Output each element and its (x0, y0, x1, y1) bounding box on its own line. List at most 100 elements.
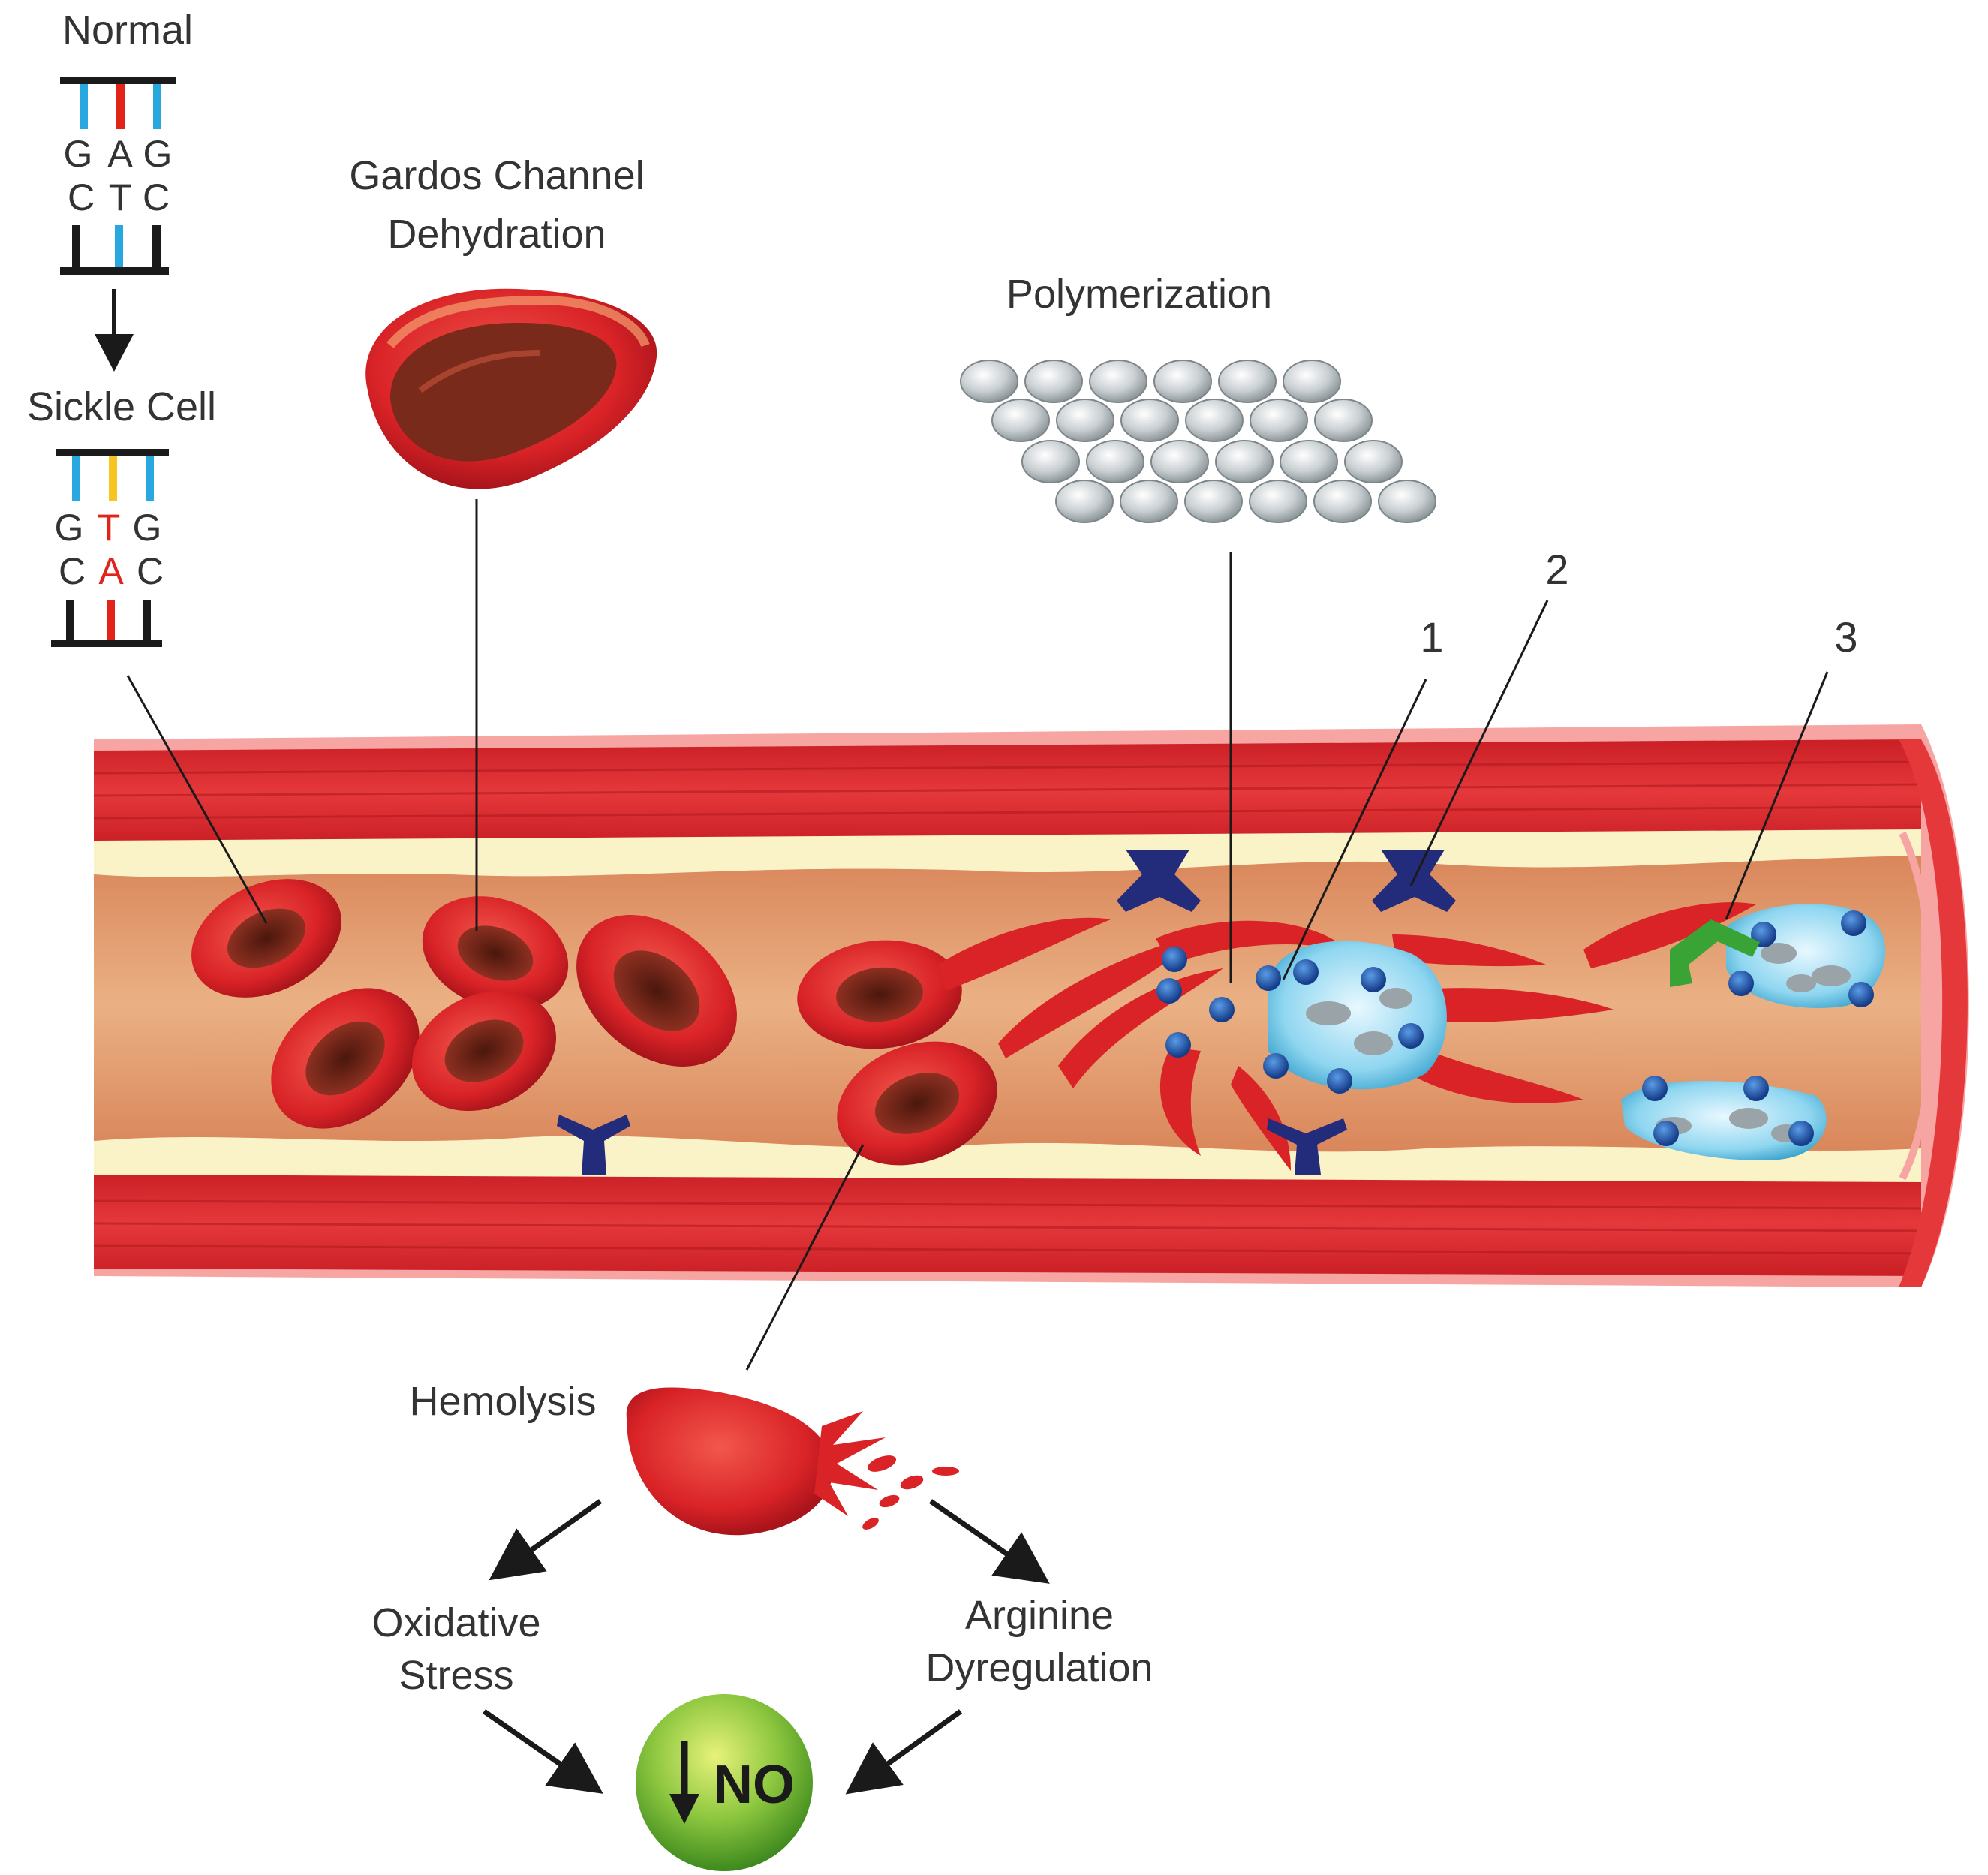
dna-base: G (143, 133, 173, 175)
polymer-sphere (1086, 440, 1144, 483)
sickle-cell (1392, 934, 1546, 967)
rbc (422, 896, 569, 1010)
oxidative-stress-line1: Oxidative (371, 1600, 540, 1645)
dna-normal-group: Normal G A G C T C (60, 8, 193, 275)
adhesion-dot (1788, 1121, 1814, 1146)
dna-base: C (59, 550, 86, 592)
adhesion-dot (1156, 978, 1182, 1004)
polymer-sphere (1314, 399, 1373, 442)
callout-number-2: 2 (1545, 546, 1568, 593)
receptor (1117, 850, 1201, 912)
sickle-cell (1411, 988, 1614, 1022)
sickle-cell-label: Sickle Cell (27, 384, 216, 429)
polymer-sphere (1250, 399, 1308, 442)
blood-vessel (93, 724, 1969, 1287)
adhesion-dot (1165, 1032, 1191, 1058)
sickle-cell (998, 934, 1201, 1058)
dna-base: A (107, 133, 133, 175)
adherent-leukocyte (1268, 941, 1447, 1090)
vessel-cut-end (1899, 739, 1968, 1287)
dna-base: C (143, 176, 170, 218)
dna-base-mutated: T (98, 507, 121, 549)
polymer-sphere (1153, 360, 1212, 403)
rbc (411, 990, 557, 1112)
callout-number-1: 1 (1420, 613, 1443, 661)
gardos-group: Gardos Channel Dehydration (349, 153, 657, 489)
adhesion-ligand (1670, 919, 1760, 987)
gardos-label-line1: Gardos Channel (349, 153, 644, 198)
hemolysis-label: Hemolysis (409, 1379, 596, 1424)
receptor (557, 1115, 630, 1175)
dna-normal-bottom-strand (60, 225, 169, 275)
vessel-wall-top (94, 739, 1921, 844)
dna-base: G (64, 133, 93, 175)
rbc (797, 940, 962, 1049)
dna-base: G (133, 507, 162, 549)
polymer-sphere (1055, 480, 1114, 523)
polymer-sphere (1218, 360, 1277, 403)
hemoglobin-polymer-fiber (960, 360, 1436, 523)
sickle-cell (1156, 920, 1351, 965)
dna-base-mutated: A (98, 550, 124, 592)
gardos-label-line2: Dehydration (387, 212, 606, 257)
polymer-sphere (960, 360, 1018, 403)
polymer-sphere (1215, 440, 1274, 483)
adhesion-dot (1209, 997, 1235, 1022)
sickle-cell (1583, 902, 1756, 968)
no-label: NO (714, 1755, 795, 1815)
mutation-arrow (95, 289, 134, 372)
callout-number-3: 3 (1834, 613, 1857, 661)
adhesion-dot (1642, 1076, 1668, 1101)
polymer-sphere (1344, 440, 1403, 483)
receptor (1267, 1118, 1347, 1175)
oxidative-stress-line2: Stress (399, 1653, 513, 1698)
adhesion-dot (1653, 1121, 1679, 1146)
adhesion-dot (1162, 947, 1187, 972)
polymer-sphere (1184, 480, 1243, 523)
polymer-sphere (1313, 480, 1372, 523)
rbc (191, 879, 341, 998)
sickle-cell (938, 917, 1111, 991)
dehydrated-rbc (365, 288, 657, 489)
sickle-cell (1231, 1066, 1291, 1171)
adhesion-dot (1327, 1068, 1352, 1094)
endothelium-bottom (94, 1136, 1921, 1182)
dna-sickle-group: Sickle Cell G T G C A C (27, 384, 216, 647)
hemolysis-group: Hemolysis (409, 1379, 959, 1536)
adhesion-dot (1848, 982, 1874, 1007)
adhesion-dot (1293, 959, 1319, 985)
dna-normal-bases: G A G C T C (64, 133, 173, 218)
sickle-cell (1396, 1040, 1583, 1103)
endothelium-top (94, 829, 1921, 877)
adhesion-dot (1743, 1076, 1769, 1101)
down-arrow-icon (669, 1741, 699, 1824)
vessel-wall-bottom (94, 1171, 1921, 1276)
arginine-dysregulation-line2: Dyregulation (925, 1645, 1153, 1690)
rbc (837, 1041, 997, 1166)
polymer-sphere (1150, 440, 1209, 483)
polymer-sphere (991, 399, 1050, 442)
polymer-sphere (1185, 399, 1244, 442)
adhesion-dot (1728, 971, 1754, 996)
dna-base: C (68, 176, 95, 218)
rbc (271, 988, 420, 1129)
polymerization-group: Polymerization (960, 272, 1436, 523)
dna-base: T (109, 176, 132, 218)
dna-normal-top-strand (60, 77, 176, 129)
polymer-sphere (1021, 440, 1080, 483)
polymer-sphere (1120, 399, 1179, 442)
polymer-sphere (1283, 360, 1341, 403)
rbc (576, 915, 737, 1067)
lysing-rbc (626, 1387, 959, 1536)
polymer-sphere (1378, 480, 1436, 523)
polymer-sphere (1249, 480, 1307, 523)
dna-sickle-bottom-strand (51, 600, 162, 647)
adhesion-molecules (1156, 910, 1874, 1146)
pathway-arrows (483, 1499, 1050, 1795)
arginine-dysregulation-line1: Arginine (965, 1593, 1114, 1638)
nitric-oxide-badge: NO (636, 1694, 813, 1871)
adhesion-dot (1841, 910, 1866, 936)
polymer-sphere (1280, 440, 1338, 483)
polymerization-label: Polymerization (1006, 272, 1272, 317)
